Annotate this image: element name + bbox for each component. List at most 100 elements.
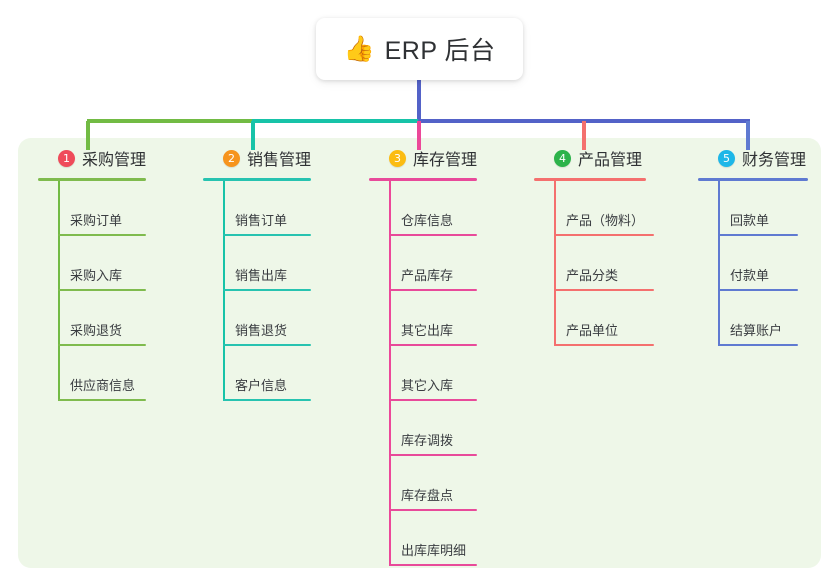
branch-item[interactable]: 回款单 xyxy=(698,181,839,236)
item-connector xyxy=(554,236,556,291)
branch-item-label: 回款单 xyxy=(730,213,770,228)
thumbs-up-icon: 👍 xyxy=(343,34,375,63)
branch-item-label: 库存盘点 xyxy=(401,488,454,503)
branch-title-2: 销售管理 xyxy=(247,152,312,169)
branch-rule-2 xyxy=(203,178,311,181)
branch-title-3: 库存管理 xyxy=(413,152,478,169)
branch-item-label: 销售出库 xyxy=(235,268,288,283)
diagram-panel xyxy=(18,138,821,568)
item-rule xyxy=(718,289,798,291)
branch-header-5[interactable]: 5 财务管理 xyxy=(698,146,828,170)
branch-item-label: 产品库存 xyxy=(401,268,454,283)
item-rule xyxy=(58,399,146,401)
branch-badge-2: 2 xyxy=(223,149,240,167)
branch-column-3: 3 库存管理 仓库信息产品库存其它出库其它入库库存调拨库存盘点出库库明细 xyxy=(369,146,519,566)
branch-items-1: 采购订单采购入库采购退货供应商信息 xyxy=(38,181,188,401)
branch-item-label: 供应商信息 xyxy=(70,378,136,393)
item-connector xyxy=(554,181,556,236)
item-rule xyxy=(389,509,477,511)
branch-item[interactable]: 销售出库 xyxy=(203,236,363,291)
branch-badge-5: 5 xyxy=(718,149,735,167)
item-connector xyxy=(389,346,391,401)
item-connector xyxy=(718,236,720,291)
item-connector xyxy=(223,181,225,236)
branch-item[interactable]: 供应商信息 xyxy=(38,346,198,401)
branch-item-label: 采购入库 xyxy=(70,268,123,283)
item-connector xyxy=(554,291,556,346)
branch-item[interactable]: 客户信息 xyxy=(203,346,363,401)
branch-item[interactable]: 产品单位 xyxy=(534,291,694,346)
branch-item[interactable]: 销售订单 xyxy=(203,181,363,236)
branch-item-label: 其它出库 xyxy=(401,323,454,338)
branch-item[interactable]: 库存盘点 xyxy=(369,456,529,511)
item-rule xyxy=(389,289,477,291)
item-rule xyxy=(58,289,146,291)
branch-item-label: 销售退货 xyxy=(235,323,288,338)
branch-item-label: 销售订单 xyxy=(235,213,288,228)
branch-header-4[interactable]: 4 产品管理 xyxy=(534,146,694,170)
item-connector xyxy=(389,181,391,236)
branch-item-label: 产品（物料） xyxy=(566,213,645,228)
branch-title-1: 采购管理 xyxy=(82,152,147,169)
branch-column-2: 2 销售管理 销售订单销售出库销售退货客户信息 xyxy=(203,146,353,401)
branch-item-label: 付款单 xyxy=(730,268,770,283)
branch-item[interactable]: 库存调拨 xyxy=(369,401,529,456)
item-connector xyxy=(389,236,391,291)
branch-item-label: 采购退货 xyxy=(70,323,123,338)
item-rule xyxy=(389,399,477,401)
branch-badge-1: 1 xyxy=(58,149,75,167)
branch-item[interactable]: 产品（物料） xyxy=(534,181,694,236)
branch-item-label: 库存调拨 xyxy=(401,433,454,448)
branch-item[interactable]: 采购退货 xyxy=(38,291,198,346)
branch-items-2: 销售订单销售出库销售退货客户信息 xyxy=(203,181,353,401)
branch-column-4: 4 产品管理 产品（物料） 产品分类产品单位 xyxy=(534,146,694,346)
branch-badge-4: 4 xyxy=(554,149,571,167)
item-connector xyxy=(58,181,60,236)
root-node-label: ERP 后台 xyxy=(384,37,496,65)
branch-item[interactable]: 采购订单 xyxy=(38,181,198,236)
branch-header-3[interactable]: 3 库存管理 xyxy=(369,146,519,170)
branch-rule-3 xyxy=(369,178,477,181)
item-rule xyxy=(58,344,146,346)
branch-badge-3: 3 xyxy=(389,149,406,167)
branch-header-1[interactable]: 1 采购管理 xyxy=(38,146,188,170)
item-rule xyxy=(389,454,477,456)
branch-item[interactable]: 采购入库 xyxy=(38,236,198,291)
item-connector xyxy=(389,456,391,511)
branch-item[interactable]: 付款单 xyxy=(698,236,839,291)
item-rule xyxy=(554,234,654,236)
branch-item[interactable]: 产品分类 xyxy=(534,236,694,291)
branch-item-label: 客户信息 xyxy=(235,378,288,393)
item-rule xyxy=(718,234,798,236)
item-connector xyxy=(223,346,225,401)
branch-rule-1 xyxy=(38,178,146,181)
item-connector xyxy=(718,181,720,236)
branch-item[interactable]: 销售退货 xyxy=(203,291,363,346)
branch-column-5: 5 财务管理 回款单付款单结算账户 xyxy=(698,146,828,346)
branch-item[interactable]: 仓库信息 xyxy=(369,181,529,236)
item-rule xyxy=(389,234,477,236)
branch-item-label: 产品单位 xyxy=(566,323,619,338)
branch-items-5: 回款单付款单结算账户 xyxy=(698,181,828,346)
item-connector xyxy=(58,291,60,346)
branch-item[interactable]: 产品库存 xyxy=(369,236,529,291)
item-rule xyxy=(223,344,311,346)
item-connector xyxy=(389,291,391,346)
branch-item[interactable]: 其它入库 xyxy=(369,346,529,401)
root-node-card[interactable]: 👍 ERP 后台 xyxy=(316,18,523,80)
branch-item-label: 产品分类 xyxy=(566,268,619,283)
branch-items-4: 产品（物料） 产品分类产品单位 xyxy=(534,181,694,346)
branch-item[interactable]: 出库库明细 xyxy=(369,511,529,566)
branch-rule-4 xyxy=(534,178,646,181)
branch-item[interactable]: 其它出库 xyxy=(369,291,529,346)
item-connector xyxy=(58,346,60,401)
branch-header-2[interactable]: 2 销售管理 xyxy=(203,146,353,170)
branch-item[interactable]: 结算账户 xyxy=(698,291,839,346)
branch-item-label: 仓库信息 xyxy=(401,213,454,228)
item-connector xyxy=(223,236,225,291)
item-connector xyxy=(718,291,720,346)
item-rule xyxy=(554,289,654,291)
item-connector xyxy=(223,291,225,346)
branch-column-1: 1 采购管理 采购订单采购入库采购退货供应商信息 xyxy=(38,146,188,401)
branch-item-label: 其它入库 xyxy=(401,378,454,393)
